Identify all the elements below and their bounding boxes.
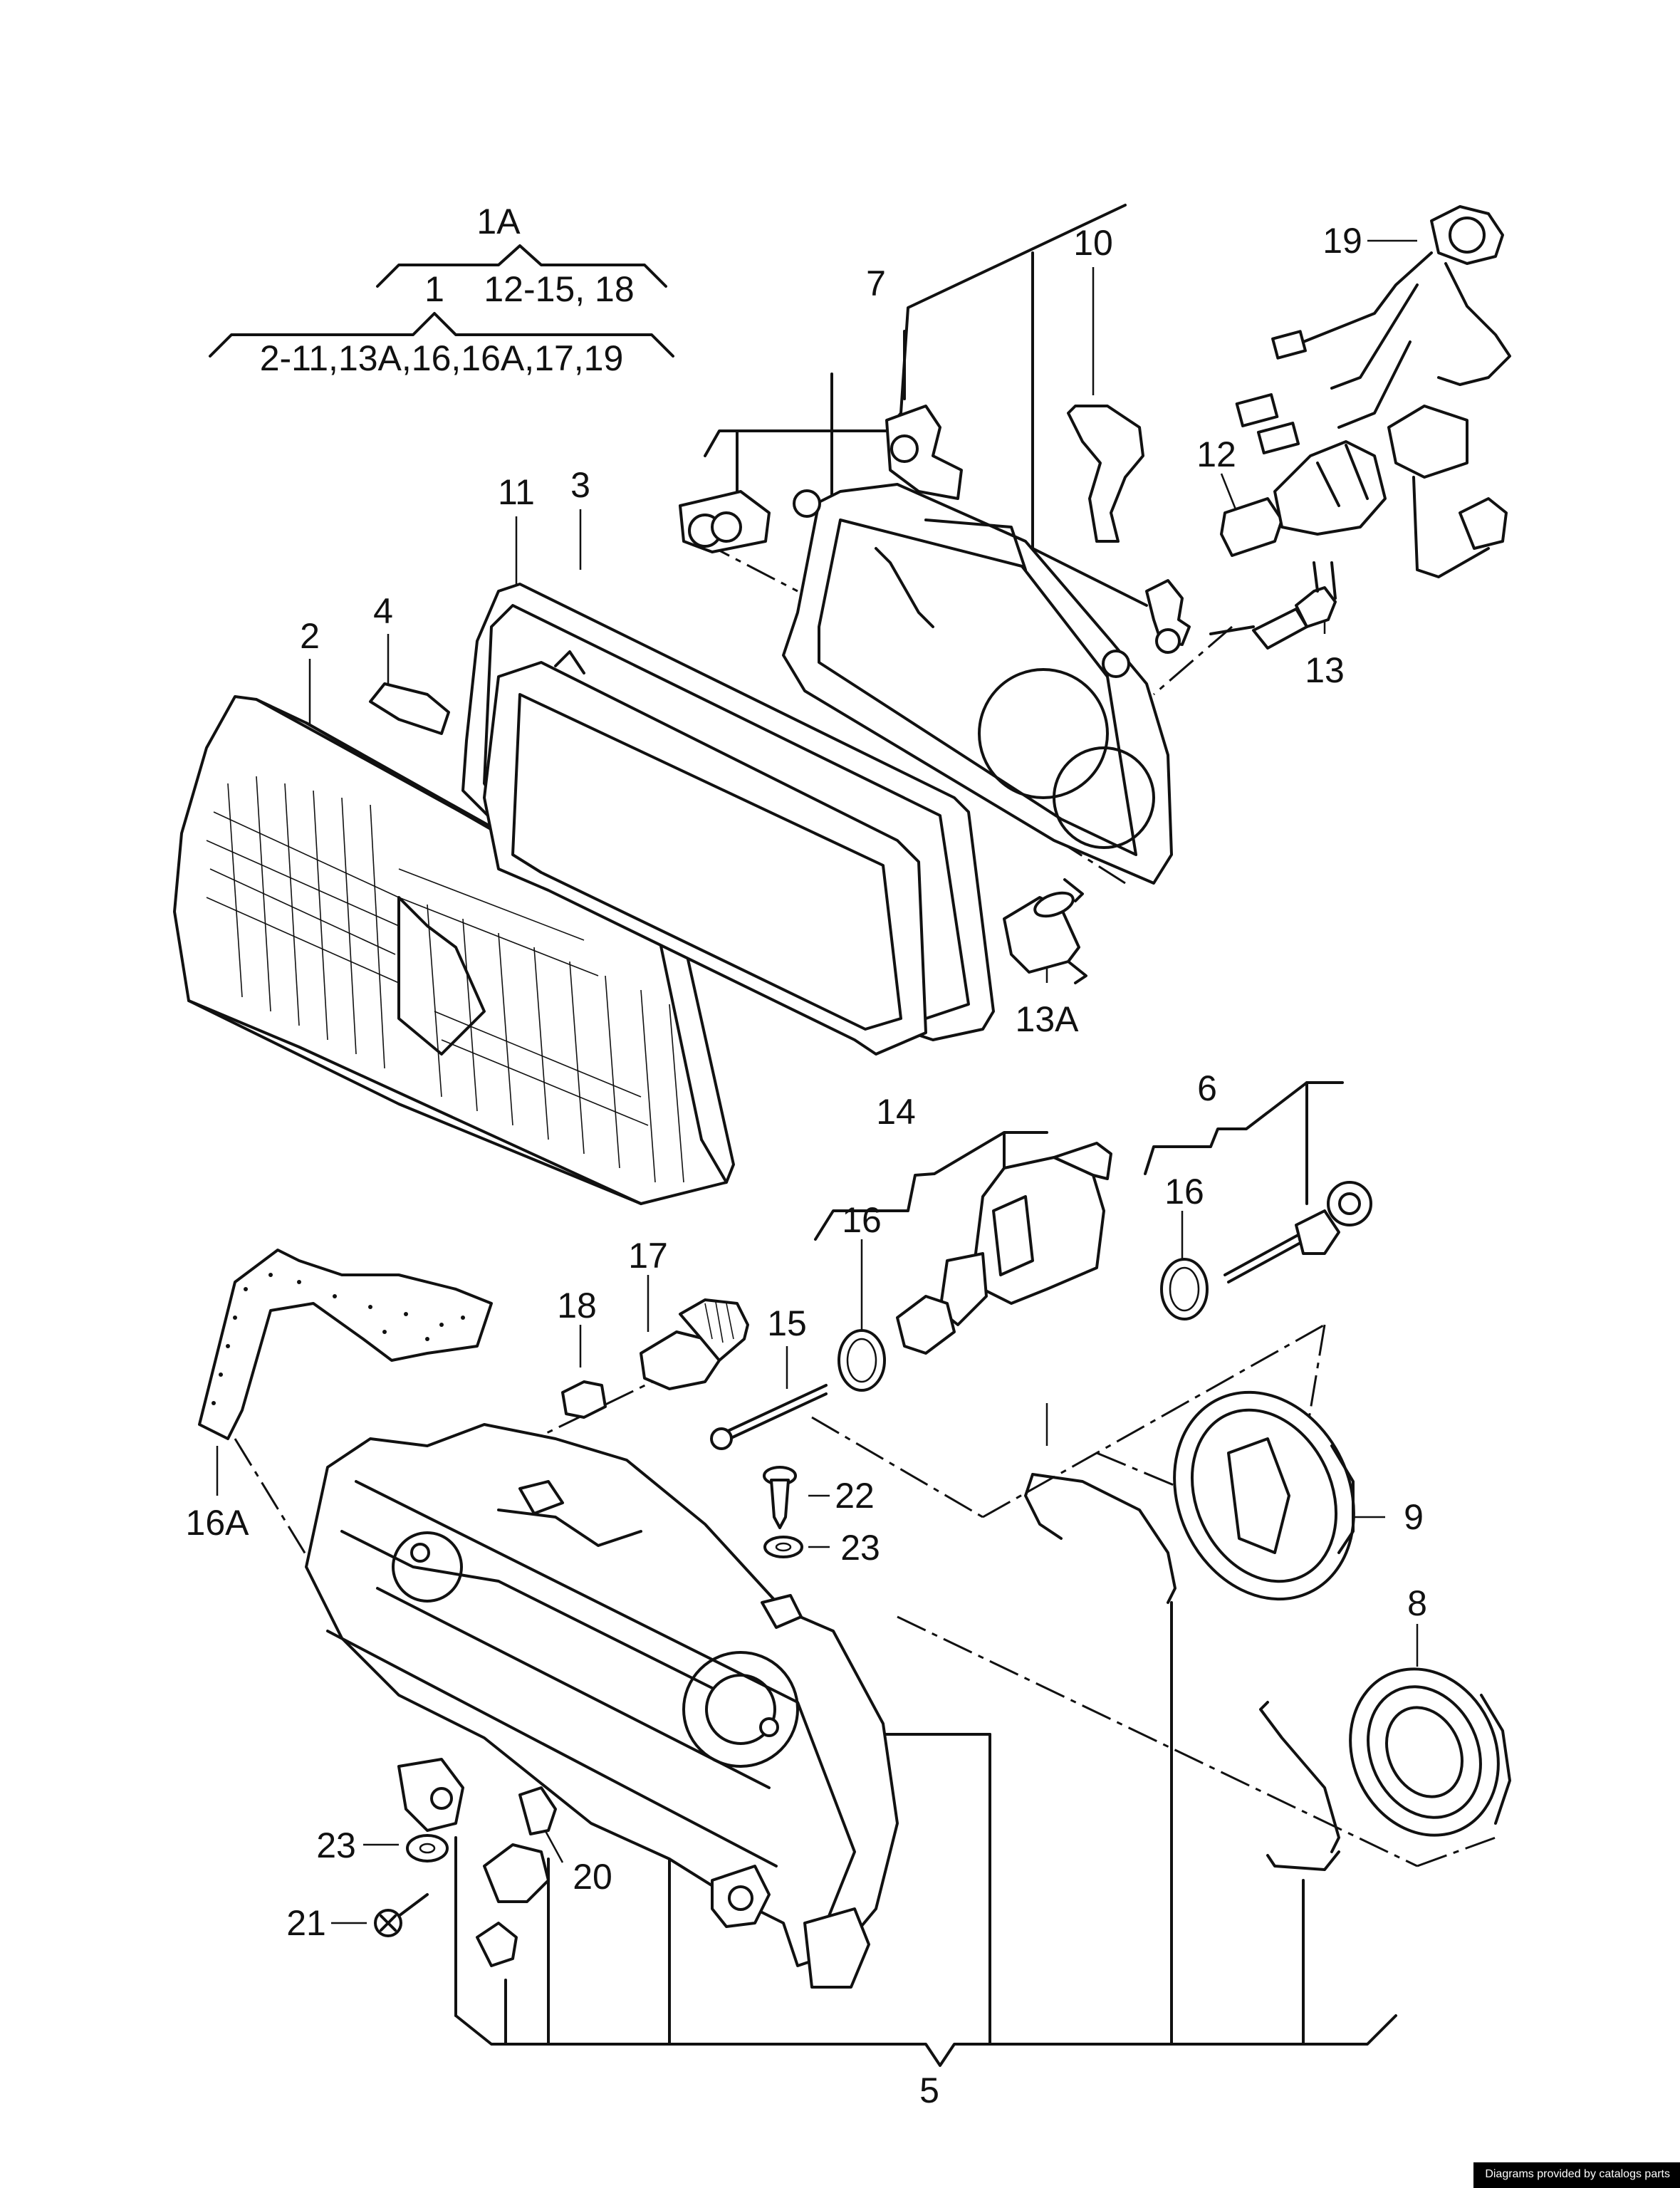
callout-10: 10 <box>1073 223 1113 263</box>
gear-20 <box>476 1786 557 1967</box>
callout-8: 8 <box>1407 1583 1427 1623</box>
screw-21 <box>374 1893 429 1937</box>
callout-7: 7 <box>866 264 886 303</box>
callout-4: 4 <box>373 591 393 631</box>
adjuster-screw <box>1224 1181 1372 1283</box>
callout-21: 21 <box>286 1903 326 1943</box>
assembly-legend: 1A 1 12-15, 18 2-11,13A,16,16A,17,19 <box>209 202 674 378</box>
adjuster-rod <box>710 1384 828 1450</box>
bulb-clip <box>1145 579 1191 654</box>
callout-labels: 7 10 19 12 13 11 3 2 4 13A 14 6 16 16 17… <box>186 221 1427 2110</box>
o-ring-left <box>838 1329 886 1392</box>
footer-credit-text: Diagrams provided by catalogs parts <box>1485 2168 1670 2180</box>
parking-bulb <box>1209 561 1337 650</box>
callout-17: 17 <box>628 1236 668 1276</box>
reflector-ring-9 <box>1173 1390 1355 1601</box>
bulb-18 <box>561 1380 607 1419</box>
callout-2: 2 <box>300 616 320 656</box>
leveling-motor <box>896 1142 1112 1355</box>
legend-mid-right-label: 12-15, 18 <box>484 269 634 309</box>
washer-23-bottom <box>406 1834 449 1863</box>
callout-15: 15 <box>767 1303 807 1343</box>
callout-16-right: 16 <box>1164 1172 1204 1212</box>
callout-11: 11 <box>498 472 535 512</box>
legend-mid-left-label: 1 <box>424 269 444 309</box>
callout-23-top: 23 <box>840 1528 880 1568</box>
socket-17 <box>640 1298 749 1390</box>
bulb-13a <box>1003 878 1087 984</box>
callout-13a: 13A <box>1016 999 1080 1039</box>
wiring-harness <box>1235 205 1511 578</box>
callout-13: 13 <box>1305 650 1345 690</box>
callout-18: 18 <box>557 1286 597 1325</box>
main-bulb <box>1220 440 1387 557</box>
lens-clip <box>369 682 450 735</box>
headlight-frame <box>483 650 927 1056</box>
callout-12: 12 <box>1196 434 1236 474</box>
reflector-housing <box>782 483 1173 885</box>
bulb-socket <box>679 490 771 553</box>
callout-9: 9 <box>1404 1497 1424 1537</box>
callout-19: 19 <box>1322 221 1362 261</box>
callout-16-left: 16 <box>842 1200 882 1240</box>
callout-5: 5 <box>919 2070 939 2110</box>
callout-16a: 16A <box>186 1503 250 1543</box>
o-ring-right <box>1160 1258 1209 1320</box>
legend-top-label: 1A <box>476 202 521 241</box>
bulb-holder <box>885 405 963 500</box>
legend-bottom-label: 2-11,13A,16,16A,17,19 <box>260 338 624 378</box>
bracket-lines <box>454 204 1397 2067</box>
gasket-16a <box>198 1249 493 1440</box>
footer-credit-banner: Diagrams provided by catalogs parts <box>1473 2162 1680 2188</box>
spring-clip <box>1067 405 1144 543</box>
headlight-housing <box>305 1423 899 1989</box>
callout-20: 20 <box>573 1857 612 1897</box>
callout-6: 6 <box>1197 1068 1217 1108</box>
lamp-ring-8 <box>1349 1667 1511 1837</box>
screw-22 <box>763 1466 797 1529</box>
callout-22: 22 <box>835 1476 875 1516</box>
callout-23-bottom: 23 <box>316 1825 356 1865</box>
retaining-wire-lower <box>1259 1701 1340 1871</box>
retaining-wire-upper <box>1024 1473 1176 1604</box>
callout-14: 14 <box>876 1092 916 1132</box>
washer-23-top <box>763 1536 803 1558</box>
callout-3: 3 <box>570 465 590 505</box>
